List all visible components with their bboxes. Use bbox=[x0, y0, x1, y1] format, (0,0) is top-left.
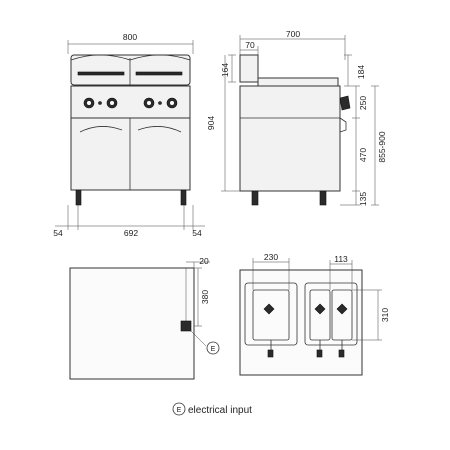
side-view: 700 70 184 164 904 250 bbox=[206, 29, 387, 206]
front-view: 800 54 692 54 bbox=[53, 32, 205, 238]
legend-marker-label: E bbox=[177, 407, 182, 414]
legend: E electrical input bbox=[172, 402, 252, 416]
dim-basket-113: 113 bbox=[334, 254, 348, 264]
basket-view: 230 113 310 bbox=[239, 252, 390, 376]
dim-right-54: 54 bbox=[192, 228, 202, 238]
dim-basket-230: 230 bbox=[264, 252, 278, 262]
dim-inlet-20: 20 bbox=[199, 256, 209, 266]
dim-upper-184: 184 bbox=[356, 65, 366, 79]
legend-marker-circle bbox=[172, 402, 186, 416]
dim-panel-250: 250 bbox=[358, 96, 368, 110]
inlet-marker-label: E bbox=[211, 346, 216, 353]
dim-width-800: 800 bbox=[123, 32, 137, 42]
dim-back-70: 70 bbox=[245, 40, 255, 50]
dim-door-470: 470 bbox=[358, 148, 368, 162]
dim-total-904: 904 bbox=[206, 116, 216, 130]
dim-legspan-692: 692 bbox=[124, 228, 138, 238]
dim-left-54: 54 bbox=[53, 228, 63, 238]
top-view: 20 380 E bbox=[69, 256, 220, 380]
dim-inlet-380: 380 bbox=[200, 290, 210, 304]
legend-text: electrical input bbox=[188, 405, 252, 416]
dim-adjustable-855-900: 855-900 bbox=[377, 131, 387, 162]
dim-basket-310: 310 bbox=[380, 308, 390, 322]
dim-depth-700: 700 bbox=[286, 29, 300, 39]
inlet-marker-circle bbox=[206, 341, 220, 355]
electrical-inlet bbox=[180, 320, 192, 332]
dim-leg-135: 135 bbox=[358, 192, 368, 206]
